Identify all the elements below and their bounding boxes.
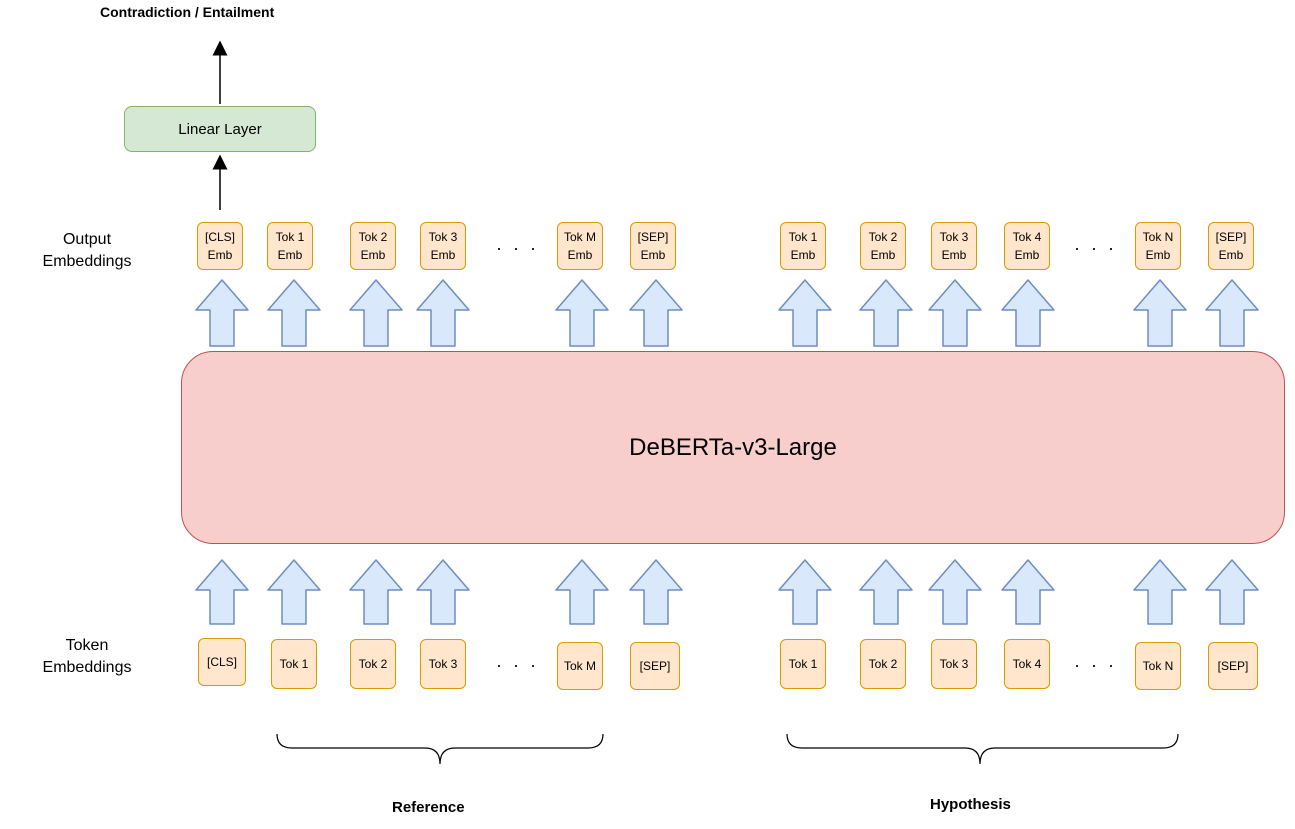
output-title: Contradiction / Entailment (100, 4, 275, 20)
input-token-hypothesis: Tok 4 (1004, 639, 1050, 689)
input-arrow-icon (267, 559, 321, 625)
input-arrow-icon (555, 559, 609, 625)
output-token-reference: Tok 1 Emb (267, 222, 313, 270)
input-arrow-icon (349, 559, 403, 625)
input-token-hypothesis: Tok N (1135, 642, 1181, 690)
output-token-hypothesis: Tok 3 Emb (931, 222, 977, 270)
output-arrow-icon (778, 279, 832, 347)
output-token-reference: [SEP] Emb (630, 222, 676, 270)
input-arrow-icon (416, 559, 470, 625)
input-arrow-icon (1205, 559, 1259, 625)
output-token-reference: Tok M Emb (557, 222, 603, 270)
input-token-reference: Tok 2 (350, 639, 396, 689)
input-arrow-icon (629, 559, 683, 625)
token-embeddings-label: Token Embeddings (42, 637, 132, 676)
output-arrow-icon (1205, 279, 1259, 347)
input-ellipsis-reference: · · · (496, 655, 539, 675)
output-arrow-icon (629, 279, 683, 347)
output-token-reference: Tok 3 Emb (420, 222, 466, 270)
output-arrow-icon (928, 279, 982, 347)
output-arrow-icon (859, 279, 913, 347)
output-arrow-icon (1001, 279, 1055, 347)
output-arrow-icon (349, 279, 403, 347)
brace-reference (276, 733, 604, 765)
input-ellipsis-hypothesis: · · · (1074, 655, 1117, 675)
input-token-hypothesis: Tok 1 (780, 639, 826, 689)
output-arrow-icon (416, 279, 470, 347)
output-token-hypothesis: Tok N Emb (1135, 222, 1181, 270)
reference-label: Reference (392, 799, 465, 816)
input-token-reference: Tok 1 (271, 639, 317, 689)
input-arrow-icon (195, 559, 249, 625)
input-token-reference: Tok 3 (420, 639, 466, 689)
output-ellipsis-reference: · · · (496, 238, 539, 258)
output-token-reference: [CLS] Emb (197, 222, 243, 270)
brace-hypothesis (786, 733, 1179, 765)
input-arrow-icon (928, 559, 982, 625)
input-token-hypothesis: Tok 2 (860, 639, 906, 689)
output-arrow-icon (267, 279, 321, 347)
input-arrow-icon (778, 559, 832, 625)
output-ellipsis-hypothesis: · · · (1074, 238, 1117, 258)
output-arrow-icon (1133, 279, 1187, 347)
input-token-reference: [CLS] (198, 638, 246, 686)
input-arrow-icon (1001, 559, 1055, 625)
output-arrow-icon (195, 279, 249, 347)
hypothesis-label: Hypothesis (930, 796, 1011, 813)
output-token-hypothesis: Tok 4 Emb (1004, 222, 1050, 270)
input-arrow-icon (859, 559, 913, 625)
output-embeddings-label: Output Embeddings (42, 231, 132, 270)
input-arrow-icon (1133, 559, 1187, 625)
output-token-hypothesis: Tok 2 Emb (860, 222, 906, 270)
output-token-hypothesis: [SEP] Emb (1208, 222, 1254, 270)
input-token-reference: Tok M (557, 642, 603, 690)
input-token-reference: [SEP] (630, 642, 680, 690)
deberta-model-box: DeBERTa-v3-Large (181, 351, 1285, 544)
input-token-hypothesis: Tok 3 (931, 639, 977, 689)
output-token-reference: Tok 2 Emb (350, 222, 396, 270)
input-token-hypothesis: [SEP] (1208, 642, 1258, 690)
output-token-hypothesis: Tok 1 Emb (780, 222, 826, 270)
output-arrow-icon (555, 279, 609, 347)
linear-layer-box: Linear Layer (124, 106, 316, 152)
